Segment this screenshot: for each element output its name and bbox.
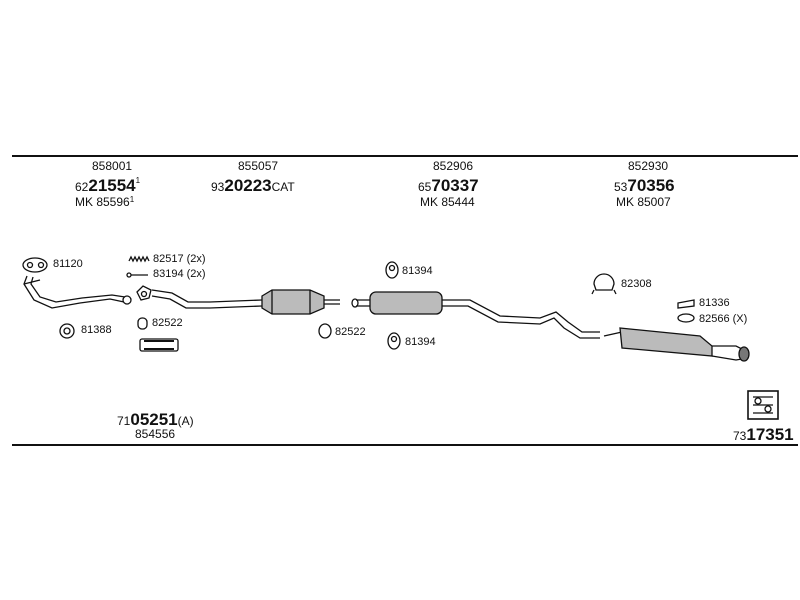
group2-main-prefix: 93 xyxy=(211,180,225,194)
part-label-81336: 81336 xyxy=(699,297,730,309)
ring-82522-mid-icon xyxy=(318,323,332,339)
group2-main-bold: 20223 xyxy=(224,176,272,195)
part-label-82522-left: 82522 xyxy=(152,317,183,329)
group1-main-bold: 21554 xyxy=(88,176,136,195)
group1-mk-text: MK 85596 xyxy=(75,195,130,209)
part-label-81388: 81388 xyxy=(81,324,112,336)
ring-82522-left-icon xyxy=(137,317,148,330)
group4-main-bold: 70356 xyxy=(627,176,675,195)
ring-82566-icon xyxy=(677,313,695,323)
group3-code: 852906 xyxy=(433,159,474,173)
group1-main-sup: 1 xyxy=(135,176,141,185)
group4-main-prefix: 53 xyxy=(614,180,628,194)
group3-mk: MK 85444 xyxy=(420,195,475,209)
spring-82517-icon xyxy=(128,255,150,263)
group4-main-number: 5370356 xyxy=(614,177,675,195)
rubber-ring-81394-bottom-icon xyxy=(387,332,401,350)
group3-main-number: 6570337 xyxy=(418,177,479,195)
group3-main-prefix: 65 xyxy=(418,180,432,194)
bolt-83194-icon xyxy=(126,272,148,278)
kit-prefix: 71 xyxy=(117,414,131,428)
kit-bold: 05251 xyxy=(130,410,178,429)
group1-main-number: 62215541 xyxy=(75,177,140,195)
rubber-ring-81394-top-icon xyxy=(385,261,399,279)
reference-bold: 17351 xyxy=(746,425,794,444)
group2-main-number: 9320223CAT xyxy=(211,177,295,195)
group1-main-prefix: 62 xyxy=(75,180,89,194)
kit-number: 7105251(A) xyxy=(117,411,194,429)
top-rule xyxy=(12,155,798,157)
part-label-82522-mid: 82522 xyxy=(335,326,366,338)
part-label-81394-top: 81394 xyxy=(402,265,433,277)
middle-pipe-icon xyxy=(151,289,263,309)
front-pipe-icon xyxy=(23,275,132,309)
ring-81388-icon xyxy=(59,323,75,339)
reference-icon xyxy=(747,390,779,420)
mounting-block-icon xyxy=(139,338,179,352)
rear-muffler-icon xyxy=(603,327,750,362)
reference-number: 7317351 xyxy=(733,426,794,444)
kit-suffix: (A) xyxy=(177,414,194,428)
part-label-81394-bottom: 81394 xyxy=(405,336,436,348)
group3-main-bold: 70337 xyxy=(431,176,479,195)
part-label-83194: 83194 (2x) xyxy=(153,268,206,280)
reference-prefix: 73 xyxy=(733,429,747,443)
gasket-81336-icon xyxy=(677,299,695,309)
group4-mk: MK 85007 xyxy=(616,195,671,209)
clamp-82308-icon xyxy=(591,273,617,295)
part-label-82517: 82517 (2x) xyxy=(153,253,206,265)
group2-code: 855057 xyxy=(238,159,279,173)
flange-gasket-icon xyxy=(136,285,152,301)
kit-subnumber: 854556 xyxy=(135,427,176,441)
part-label-82308: 82308 xyxy=(621,278,652,290)
group4-code: 852930 xyxy=(628,159,669,173)
gasket-81120-icon xyxy=(22,257,48,273)
part-label-82566: 82566 (X) xyxy=(699,313,748,325)
group1-mk-sup: 1 xyxy=(129,195,135,204)
catalytic-converter-icon xyxy=(261,289,340,315)
group1-mk: MK 855961 xyxy=(75,195,135,209)
part-label-81120: 81120 xyxy=(53,258,83,270)
group2-main-suffix: CAT xyxy=(271,180,295,194)
group1-code: 858001 xyxy=(92,159,133,173)
bottom-rule xyxy=(12,444,798,446)
center-muffler-icon xyxy=(351,291,600,339)
